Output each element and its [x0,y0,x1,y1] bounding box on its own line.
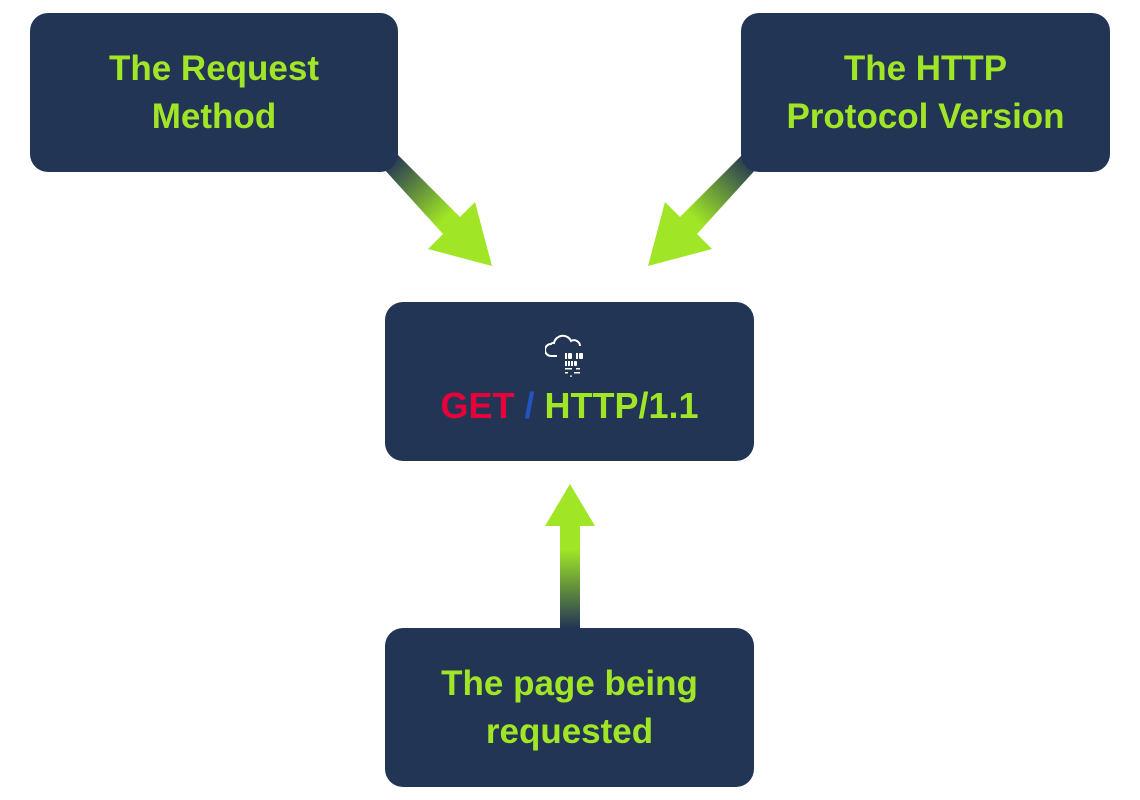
label: The page being [441,663,698,703]
path-text: / [524,384,535,426]
requested-page-box: The page being requested [385,628,754,787]
label: Protocol Version [786,96,1065,136]
request-method-box: The Request Method [30,13,398,172]
label: The HTTP [843,48,1008,88]
method-text: GET [440,384,515,426]
arrow-version [648,154,757,266]
label: Method [151,96,277,136]
request-line: GET / HTTP/1.1 [440,382,698,430]
request-line-box: GET / HTTP/1.1 [385,302,754,461]
label: The Request [108,48,320,88]
label: requested [485,711,654,751]
cloud-binary-icon [544,334,583,377]
version-text: HTTP/1.1 [544,384,699,426]
arrow-page [545,484,595,628]
protocol-version-box: The HTTP Protocol Version [741,13,1110,172]
arrow-method [383,154,492,266]
